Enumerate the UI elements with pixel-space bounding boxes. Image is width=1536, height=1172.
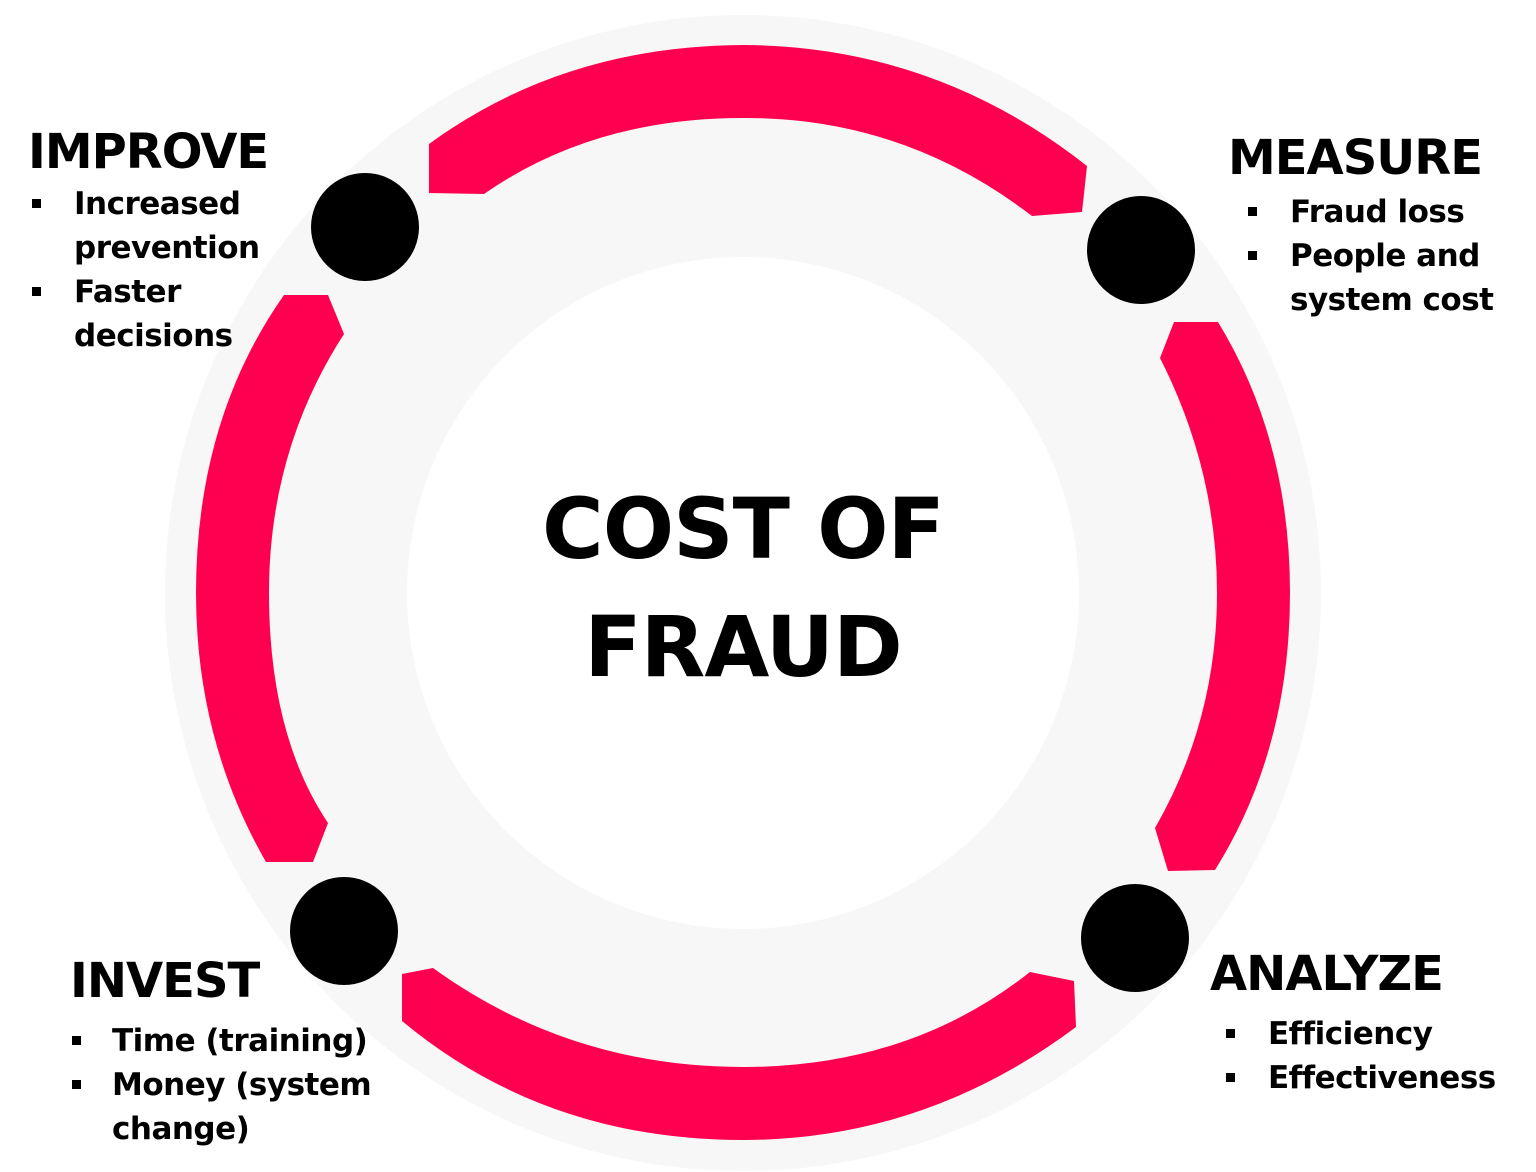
square-bullet-icon (1248, 251, 1257, 260)
list-item-text: Time (training) (112, 1023, 368, 1059)
stage-analyze-heading: ANALYZE (1210, 946, 1444, 1002)
center-title-line-2: FRAUD (584, 598, 902, 696)
stage-analyze: ANALYZE Efficiency Effectiveness (1210, 946, 1530, 1100)
square-bullet-icon (32, 287, 41, 296)
list-item-text: Increased prevention (74, 186, 260, 266)
node-analyze-dot (1081, 884, 1189, 992)
arc-segment-bottom (402, 968, 1076, 1140)
stage-invest-heading: INVEST (70, 953, 260, 1009)
stage-invest: INVEST Time (training) Money (system cha… (70, 953, 430, 1151)
node-measure-dot (1087, 196, 1195, 304)
list-item: Faster decisions (28, 270, 328, 358)
square-bullet-icon (1248, 207, 1257, 216)
center-title-line-1: COST OF (542, 480, 945, 578)
list-item-text: People and system cost (1290, 238, 1494, 318)
list-item: Effectiveness (1210, 1056, 1530, 1100)
square-bullet-icon (72, 1036, 81, 1045)
stage-analyze-list: Efficiency Effectiveness (1210, 1012, 1530, 1100)
list-item: Money (system change) (70, 1063, 430, 1151)
square-bullet-icon (1226, 1029, 1235, 1038)
list-item-text: Faster decisions (74, 274, 233, 354)
list-item-text: Efficiency (1268, 1016, 1433, 1052)
stage-measure-heading: MEASURE (1228, 130, 1483, 186)
stage-improve: IMPROVE Increased prevention Faster deci… (28, 124, 328, 358)
arc-segment-top (429, 45, 1087, 216)
list-item: Time (training) (70, 1019, 430, 1063)
list-item-text: Fraud loss (1290, 194, 1465, 230)
list-item: Efficiency (1210, 1012, 1530, 1056)
list-item: People and system cost (1228, 234, 1528, 322)
list-item-text: Money (system change) (112, 1067, 372, 1147)
stage-invest-list: Time (training) Money (system change) (70, 1019, 430, 1151)
stage-improve-list: Increased prevention Faster decisions (28, 182, 328, 358)
stage-measure: MEASURE Fraud loss People and system cos… (1228, 130, 1528, 322)
list-item: Fraud loss (1228, 190, 1528, 234)
stage-improve-heading: IMPROVE (28, 124, 269, 180)
arc-segment-left (196, 295, 344, 862)
center-title: COST OF FRAUD (443, 470, 1043, 706)
list-item: Increased prevention (28, 182, 328, 270)
square-bullet-icon (32, 199, 41, 208)
node-invest-dot (290, 877, 398, 985)
stage-measure-list: Fraud loss People and system cost (1228, 190, 1528, 322)
node-improve-dot (311, 173, 419, 281)
list-item-text: Effectiveness (1268, 1060, 1496, 1096)
arc-segment-right (1155, 322, 1290, 871)
square-bullet-icon (72, 1080, 81, 1089)
square-bullet-icon (1226, 1073, 1235, 1082)
inner-disk (407, 257, 1079, 929)
